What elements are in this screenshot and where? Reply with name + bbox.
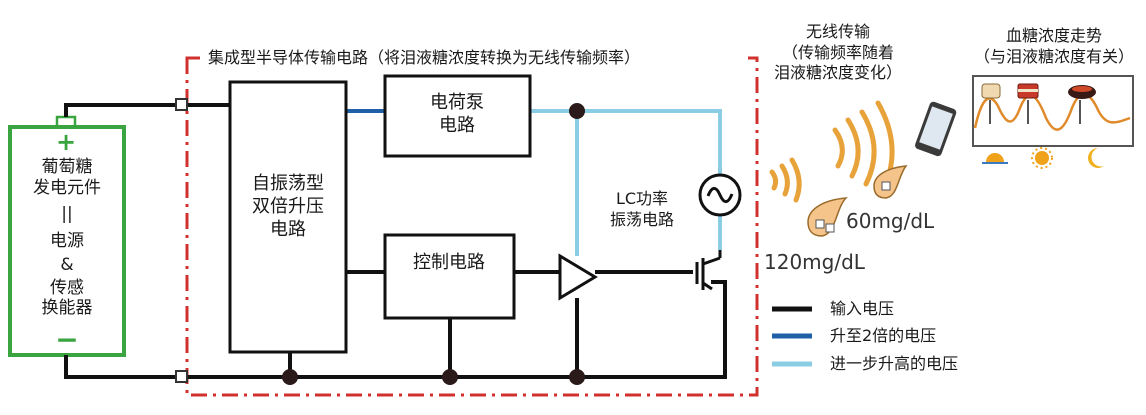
amplifier-icon [558, 253, 598, 301]
value-60: 60mg/dL [846, 209, 935, 233]
trend-sub: （与泪液糖浓度有关） [974, 47, 1134, 66]
bread-icon [981, 83, 1001, 99]
battery-minus: − [55, 323, 78, 356]
battery-plus: + [56, 128, 76, 156]
junction-nodes [282, 103, 585, 385]
high-voltage-wires [530, 109, 722, 256]
battery-line3: 电源 [50, 231, 84, 251]
glucose-battery: + 葡萄糖 发电元件 || 电源 & 传感 换能器 − [8, 115, 126, 357]
value-120: 120mg/dL [764, 250, 866, 274]
drop-icon [807, 197, 848, 237]
oscillator-line3: 电路 [270, 219, 306, 240]
moon-icon [1088, 148, 1104, 168]
sun-icon [1031, 147, 1053, 169]
wireless-title: 无线传输 [806, 22, 870, 41]
charge-pump-block: 电荷泵 电路 [383, 74, 532, 158]
oscillator-line1: 自振荡型 [252, 173, 324, 194]
lc-line2: 振荡电路 [610, 210, 674, 229]
battery-line5: 换能器 [42, 298, 93, 318]
oscillator-line2: 双倍升压 [252, 196, 324, 217]
terminal-squares [175, 98, 188, 383]
trend-title: 血糖浓度走势 [1006, 26, 1102, 45]
input-voltage-wires [64, 103, 727, 379]
charge-pump-line2: 电路 [439, 115, 475, 136]
battery-line2: 发电元件 [33, 178, 101, 198]
smartphone-icon [915, 101, 957, 157]
legend-label-input: 输入电压 [830, 299, 894, 318]
control-block: 控制电路 [383, 233, 516, 320]
battery-line1: 葡萄糖 [42, 157, 93, 177]
legend: 输入电压 升至2倍的电压 进一步升高的电压 [772, 299, 958, 373]
battery-eq: || [61, 204, 72, 224]
drop-icon [873, 165, 908, 199]
glucose-trend-chart [972, 75, 1134, 169]
lc-line1: LC功率 [616, 189, 668, 208]
sunrise-icon [982, 153, 1008, 164]
transistor-icon [695, 250, 722, 291]
legend-label-high: 进一步升高的电压 [830, 354, 958, 373]
battery-line4: 传感 [50, 278, 84, 298]
boundary-label: 集成型半导体传输电路（将泪液糖浓度转换为无线传输频率） [208, 48, 640, 67]
legend-label-double: 升至2倍的电压 [830, 326, 936, 345]
charge-pump-line1: 电荷泵 [430, 92, 484, 113]
bowl-icon [1068, 85, 1096, 99]
oscillator-block: 自振荡型 双倍升压 电路 [228, 80, 348, 354]
ac-source-icon [698, 173, 742, 217]
wireless-sub2: 泪液糖浓度变化） [774, 63, 902, 82]
control-label: 控制电路 [413, 252, 485, 273]
battery-amp: & [60, 255, 73, 275]
cake-icon [1017, 83, 1039, 99]
wireless-sub1: （传输频率随着 [782, 43, 894, 62]
